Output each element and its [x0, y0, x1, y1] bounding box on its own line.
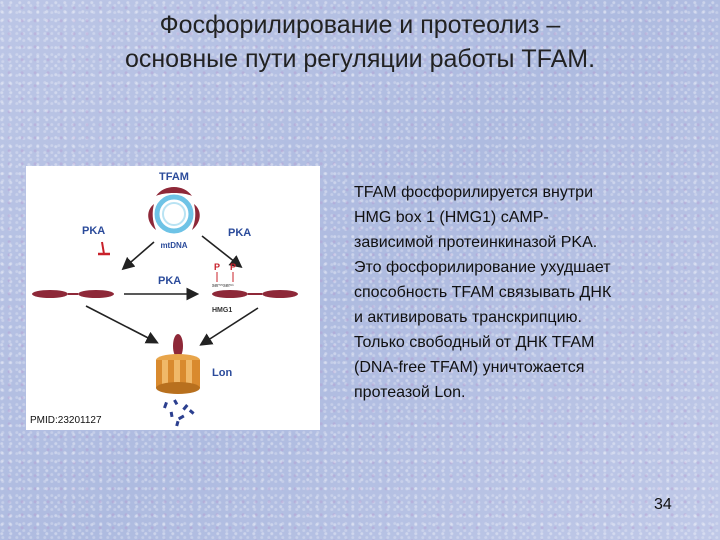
description-line: HMG box 1 (HMG1) cAMP- [354, 209, 549, 226]
description-line: способность TFAM связывать ДНК [354, 284, 612, 301]
phospho-tfam-b-icon [262, 290, 298, 298]
title-line-2: основные пути регуляции работы TFAM. [124, 45, 596, 73]
mtdna-label: mtDNA [160, 241, 187, 250]
description-line: протеазой Lon. [354, 384, 466, 401]
serine-label: ser⁵⁵ser⁶¹ [212, 283, 234, 289]
inhibition-line-icon [101, 241, 105, 255]
lon-protease-icon [156, 354, 200, 394]
free-tfam-left-b-icon [78, 290, 114, 298]
description-line: Только свободный от ДНК TFAM [354, 334, 595, 351]
tfam-lobe-right-icon [192, 204, 200, 230]
tfam-diagram: TFAM mtDNA PKA PKA PKA P P ser⁵⁵ser⁶¹ [32, 171, 298, 427]
phospho-tfam-a-icon [212, 290, 248, 298]
phospho-p1-label: P [214, 262, 220, 272]
tfam-regulation-figure: TFAM mtDNA PKA PKA PKA P P ser⁵⁵ser⁶¹ [26, 166, 320, 430]
tfam-protein-top-icon [156, 187, 192, 196]
description-line: и активировать транскрипцию. [354, 309, 582, 326]
pka-right-label: PKA [228, 227, 251, 239]
slide-title: Фосфорилирование и протеолиз – основные … [20, 8, 700, 76]
hmg1-label: HMG1 [212, 307, 232, 314]
description-line: Это фосфорилирование ухудшает [354, 259, 611, 276]
title-line-1: Фосфорилирование и протеолиз – [159, 11, 561, 39]
arrow-phospho-to-lon-icon [199, 307, 259, 346]
figure-credit: PMID:23201127 [30, 415, 102, 426]
tfam-entering-lon-icon [173, 334, 183, 358]
tfam-lobe-left-icon [148, 204, 156, 230]
description-line: TFAM фосфорилируется внутри [354, 184, 594, 201]
arrow-phospho-bound-icon [201, 235, 243, 268]
pka-left-label: PKA [82, 225, 105, 237]
degraded-fragments-icon [163, 399, 195, 427]
pka-center-label: PKA [158, 275, 181, 287]
description-text: TFAM фосфорилируется внутри HMG box 1 (H… [354, 180, 694, 405]
mtdna-circle-icon [154, 194, 194, 234]
lon-label: Lon [212, 367, 232, 379]
free-tfam-left-a-icon [32, 290, 68, 298]
tfam-label: TFAM [159, 171, 189, 183]
arrow-free-to-lon-icon [85, 305, 159, 344]
phospho-p2-label: P [230, 262, 236, 272]
description-line: (DNA-free TFAM) уничтожается [354, 359, 585, 376]
arrow-release-icon [121, 241, 155, 271]
mtdna-inner-circle-icon [162, 202, 186, 226]
page-number: 34 [654, 496, 672, 513]
description-line: зависимой протеинкиназой PKA. [354, 234, 598, 251]
